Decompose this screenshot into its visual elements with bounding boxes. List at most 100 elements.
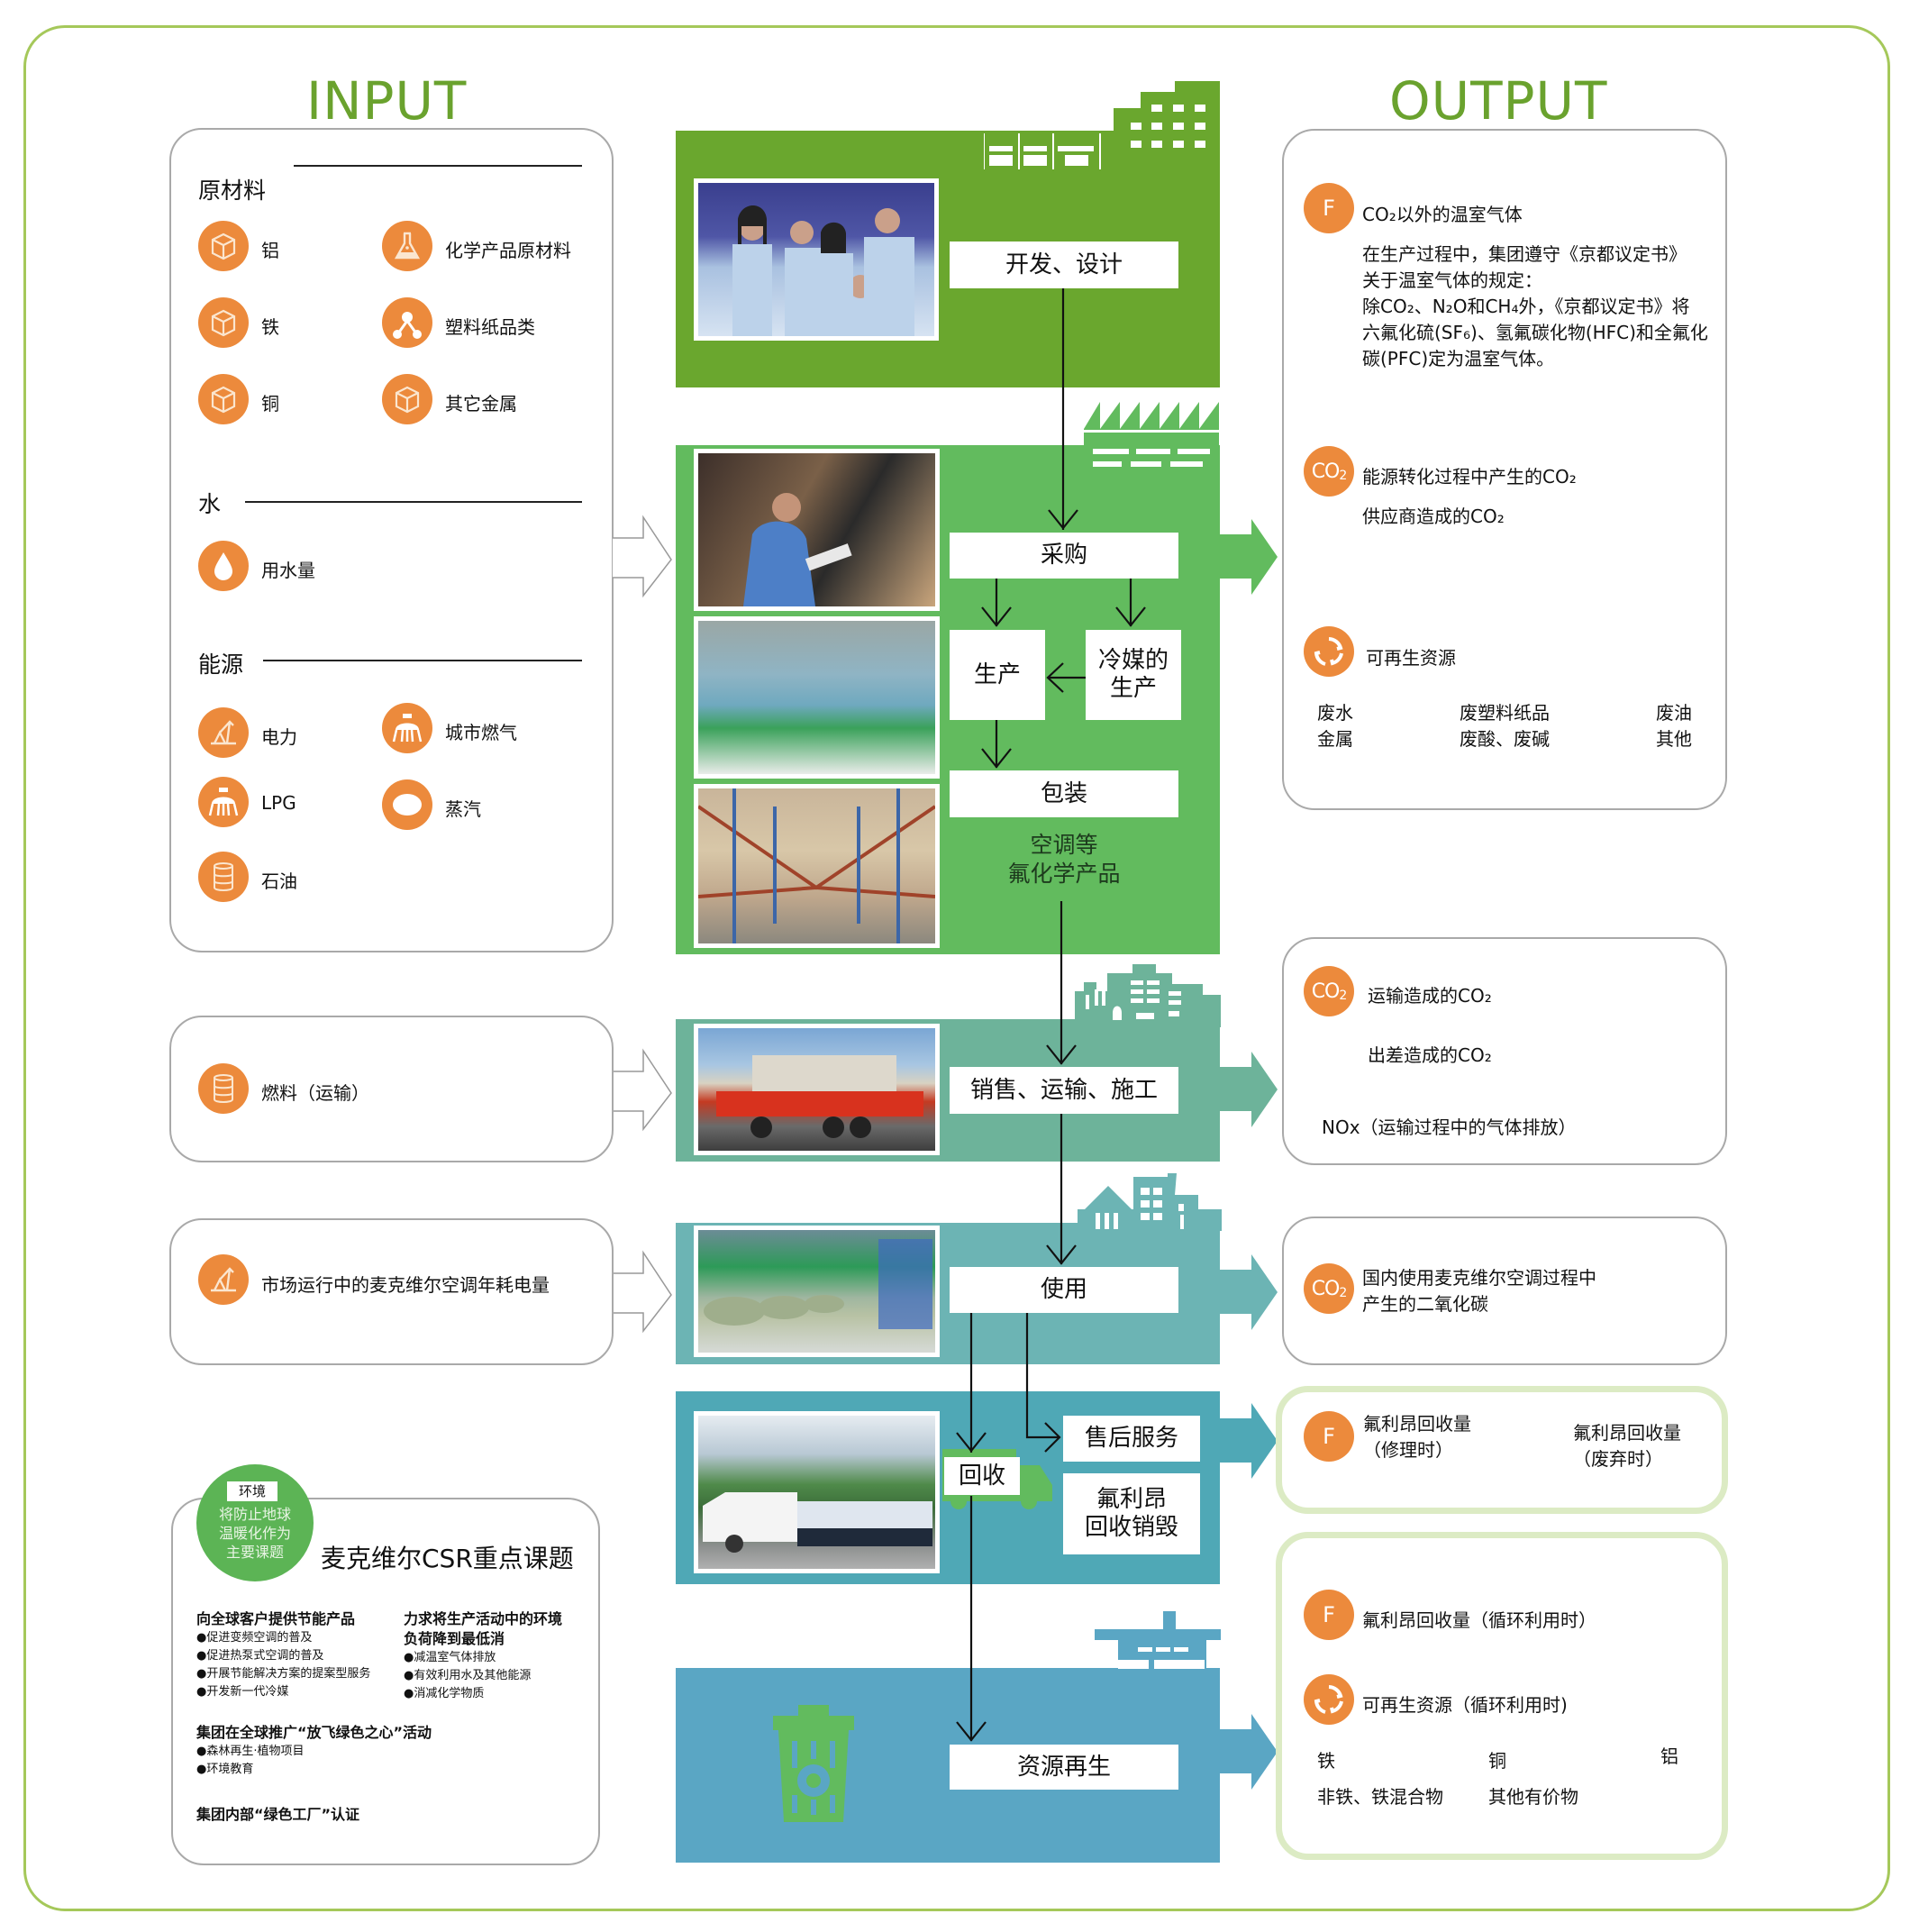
step-packaging: 包装 <box>950 770 1178 817</box>
energy-title: 能源 <box>198 652 244 678</box>
fluorine-icon: F <box>1304 1411 1354 1462</box>
step-recovery: 回收 <box>944 1457 1020 1495</box>
icon-text: F <box>1323 1602 1335 1627</box>
renewable-col: 废塑料纸品 废酸、废碱 <box>1460 700 1550 752</box>
input-arrow-icon <box>613 1250 672 1334</box>
output-arrow-icon <box>1218 1052 1278 1127</box>
renewable-title: 可再生资源 <box>1366 647 1456 669</box>
csr-heading: 集团在全球推广“放飞绿色之心”活动 <box>196 1724 432 1741</box>
co2-supplier-label: 供应商造成的CO₂ <box>1362 506 1505 527</box>
co2-icon: CO2 <box>1304 446 1354 497</box>
input-item-transport-fuel <box>198 1063 249 1114</box>
desc-line: 关于温室气体的规定： <box>1362 269 1542 291</box>
products-label: 空调等 氟化学产品 <box>950 831 1178 889</box>
freon-line: （修理时） <box>1363 1439 1453 1461</box>
recycle-item: 铝 <box>1660 1745 1678 1767</box>
power-tower-icon <box>198 707 249 758</box>
output-arrow-icon <box>1218 1254 1278 1330</box>
csr-heading: 负荷降到最低消 <box>404 1630 505 1647</box>
factory-icon <box>1084 402 1219 483</box>
input-item-water <box>198 541 249 591</box>
gas-tank-icon <box>198 777 249 827</box>
input-label: 铁 <box>261 316 279 338</box>
recycle-icon <box>1304 1674 1354 1725</box>
step-purchase: 采购 <box>950 533 1178 579</box>
csr-item: ●森林再生·植物项目 <box>196 1745 305 1758</box>
oil-barrel-icon <box>198 852 249 902</box>
recycle-item: 铁 <box>1317 1750 1335 1772</box>
step-design: 开发、设计 <box>950 242 1178 288</box>
recycle-item: 非铁、铁混合物 <box>1317 1786 1443 1808</box>
icon-text: F <box>1323 1424 1335 1449</box>
water-drop-icon <box>198 541 249 591</box>
renewable-col: 废油 其他 <box>1656 700 1692 752</box>
output-arrow-icon <box>1218 1714 1278 1790</box>
renewable-item: 其他 <box>1656 728 1692 750</box>
step-after-sales: 售后服务 <box>1063 1416 1200 1462</box>
freon-disposal-label: 氟利昂回收量 （废弃时） <box>1573 1420 1681 1472</box>
renewable-recycle-label: 可再生资源（循环利用时) <box>1362 1694 1568 1716</box>
freon-recycle-label: 氟利昂回收量（循环利用时） <box>1362 1609 1596 1631</box>
step-sales: 销售、运输、施工 <box>950 1067 1178 1114</box>
photo-recovery-team <box>694 1411 940 1573</box>
csr-badge-text: 将防止地球 温暖化作为 主要课题 <box>200 1505 310 1562</box>
csr-title: 麦克维尔CSR重点课题 <box>321 1544 574 1573</box>
csr-item: ●减温室气体排放 <box>404 1651 496 1664</box>
office-building-icon <box>982 81 1220 169</box>
water-title: 水 <box>198 491 222 517</box>
cube-icon <box>198 221 249 271</box>
outer-frame <box>23 25 1890 1911</box>
products-line: 氟化学产品 <box>1007 861 1121 887</box>
ghg-title: CO₂以外的温室气体 <box>1362 204 1523 225</box>
desc-line: 六氟化硫(SF₆)、氢氟碳化物(HFC)和全氟化 <box>1362 322 1708 343</box>
input-arrow-icon <box>613 1048 672 1132</box>
photo-warehouse-aisle <box>694 784 940 948</box>
panel-recycle-top <box>676 1668 1220 1731</box>
step-production: 生产 <box>950 630 1045 720</box>
input-label: 铝 <box>261 240 279 261</box>
freon-repair-label: 氟利昂回收量 （修理时） <box>1363 1411 1471 1463</box>
csr-badge-tag: 环境 <box>227 1481 277 1501</box>
ghg-description: 在生产过程中，集团遵守《京都议定书》 关于温室气体的规定： 除CO₂、N₂O和C… <box>1362 242 1718 372</box>
csr-item: ●开展节能解决方案的提案型服务 <box>196 1667 371 1681</box>
usage-line: 国内使用麦克维尔空调过程中 <box>1362 1267 1596 1289</box>
renewable-item: 废酸、废碱 <box>1460 728 1550 750</box>
co2-transport-label: 运输造成的CO₂ <box>1368 985 1492 1007</box>
flask-icon <box>382 221 432 271</box>
input-item-iron <box>198 297 249 348</box>
cube-icon <box>198 374 249 424</box>
co2-usage-label: 国内使用麦克维尔空调过程中 产生的二氧化碳 <box>1362 1265 1596 1317</box>
csr-badge-line: 将防止地球 <box>218 1506 291 1523</box>
csr-heading: 力求将生产活动中的环境 <box>404 1610 563 1627</box>
desc-line: 除CO₂、N₂O和CH₄外，《京都议定书》将 <box>1362 296 1690 317</box>
divider <box>245 501 582 503</box>
output-title: OUTPUT <box>1389 70 1608 132</box>
freon-line: 氟利昂回收量 <box>1363 1413 1471 1435</box>
step-refrigerant-production: 冷媒的 生产 <box>1086 630 1181 720</box>
co2-energy-label: 能源转化过程中产生的CO₂ <box>1362 466 1577 488</box>
icon-text: CO2 <box>1311 460 1348 483</box>
recycle-icon <box>1304 626 1354 677</box>
input-label: 城市燃气 <box>445 722 517 743</box>
csr-col1: 向全球客户提供节能产品 ●促进变频空调的普及 ●促进热泵式空调的普及 ●开展节能… <box>196 1609 395 1701</box>
recycle-item: 铜 <box>1488 1750 1506 1772</box>
input-label: 铜 <box>261 393 279 415</box>
houses-icon <box>1078 1173 1222 1231</box>
input-item-steam <box>382 779 432 830</box>
input-label: 用水量 <box>261 560 315 581</box>
divider <box>263 660 582 661</box>
freon-line: 氟利昂回收量 <box>1573 1422 1681 1444</box>
products-line: 空调等 <box>1030 832 1098 858</box>
output-box-sales <box>1282 937 1727 1165</box>
power-tower-icon <box>198 1254 249 1305</box>
step-freon-destruction: 氟利昂 回收销毁 <box>1063 1473 1200 1554</box>
csr-badge-line: 温暖化作为 <box>218 1525 291 1542</box>
csr-heading: 集团内部“绿色工厂”认证 <box>196 1806 360 1823</box>
output-box-use <box>1282 1217 1727 1365</box>
usage-line: 产生的二氧化碳 <box>1362 1293 1488 1315</box>
csr-heading: 向全球客户提供节能产品 <box>196 1610 356 1627</box>
recycle-item: 其他有价物 <box>1488 1786 1578 1808</box>
input-item-copper <box>198 374 249 424</box>
step-use: 使用 <box>950 1267 1178 1313</box>
csr-item: ●促进热泵式空调的普及 <box>196 1649 324 1663</box>
